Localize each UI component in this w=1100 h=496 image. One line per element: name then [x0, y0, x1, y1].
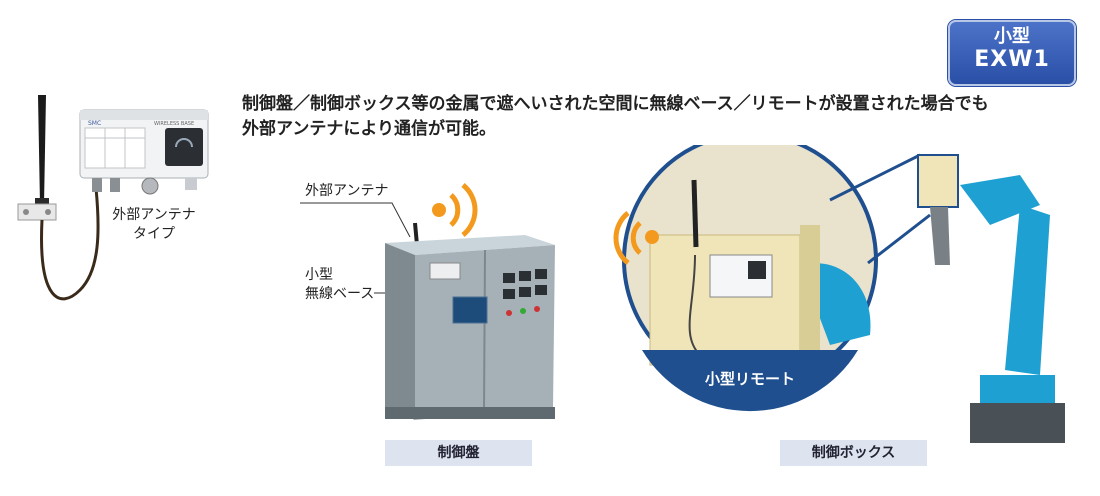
antenna-cable [40, 187, 100, 301]
signal-dot [432, 203, 446, 217]
description-line-2: 外部アンテナにより通信が可能。 [242, 119, 496, 139]
badge-size-label: 小型 [994, 26, 1030, 47]
panel-base-label: 小型 無線ベース [305, 267, 375, 302]
external-antenna-device-illustration: WIRELESS BASE SMC [17, 95, 209, 301]
description-line-1: 制御盤／制御ボックス等の金属で遮へいされた空間に無線ベース／リモートが設置された… [242, 94, 989, 114]
series-badge: 小型 EXW1 [948, 20, 1076, 86]
external-antenna-type-label: 外部アンテナ タイプ [112, 207, 196, 242]
panel-wireless-base [429, 262, 461, 280]
antenna-rod [38, 95, 46, 205]
mounting-bracket [17, 203, 57, 221]
remote-label: 小型リモート [704, 370, 795, 388]
description: 制御盤／制御ボックス等の金属で遮へいされた空間に無線ベース／リモートが設置された… [242, 92, 1062, 142]
device-text: WIRELESS BASE [154, 121, 194, 127]
signal-wave-icon [449, 193, 461, 227]
control-panel-illustration [385, 183, 555, 420]
panel-antenna-label: 外部アンテナ [305, 183, 389, 199]
box-antenna [691, 179, 699, 248]
box-signal-dot [645, 230, 659, 244]
box-signal-wave-icon [630, 221, 642, 255]
remote-label-band [642, 350, 858, 412]
control-box-illustration [613, 145, 1065, 443]
box-caption: 制御ボックス [780, 440, 927, 466]
robot-arm [1005, 205, 1050, 375]
robot-control-box [917, 154, 959, 208]
panel-caption: 制御盤 [385, 440, 532, 466]
badge-model-label: EXW1 [974, 47, 1050, 72]
robot-base [970, 403, 1065, 443]
wireless-indicator [165, 128, 203, 166]
device-brand: SMC [88, 120, 101, 127]
